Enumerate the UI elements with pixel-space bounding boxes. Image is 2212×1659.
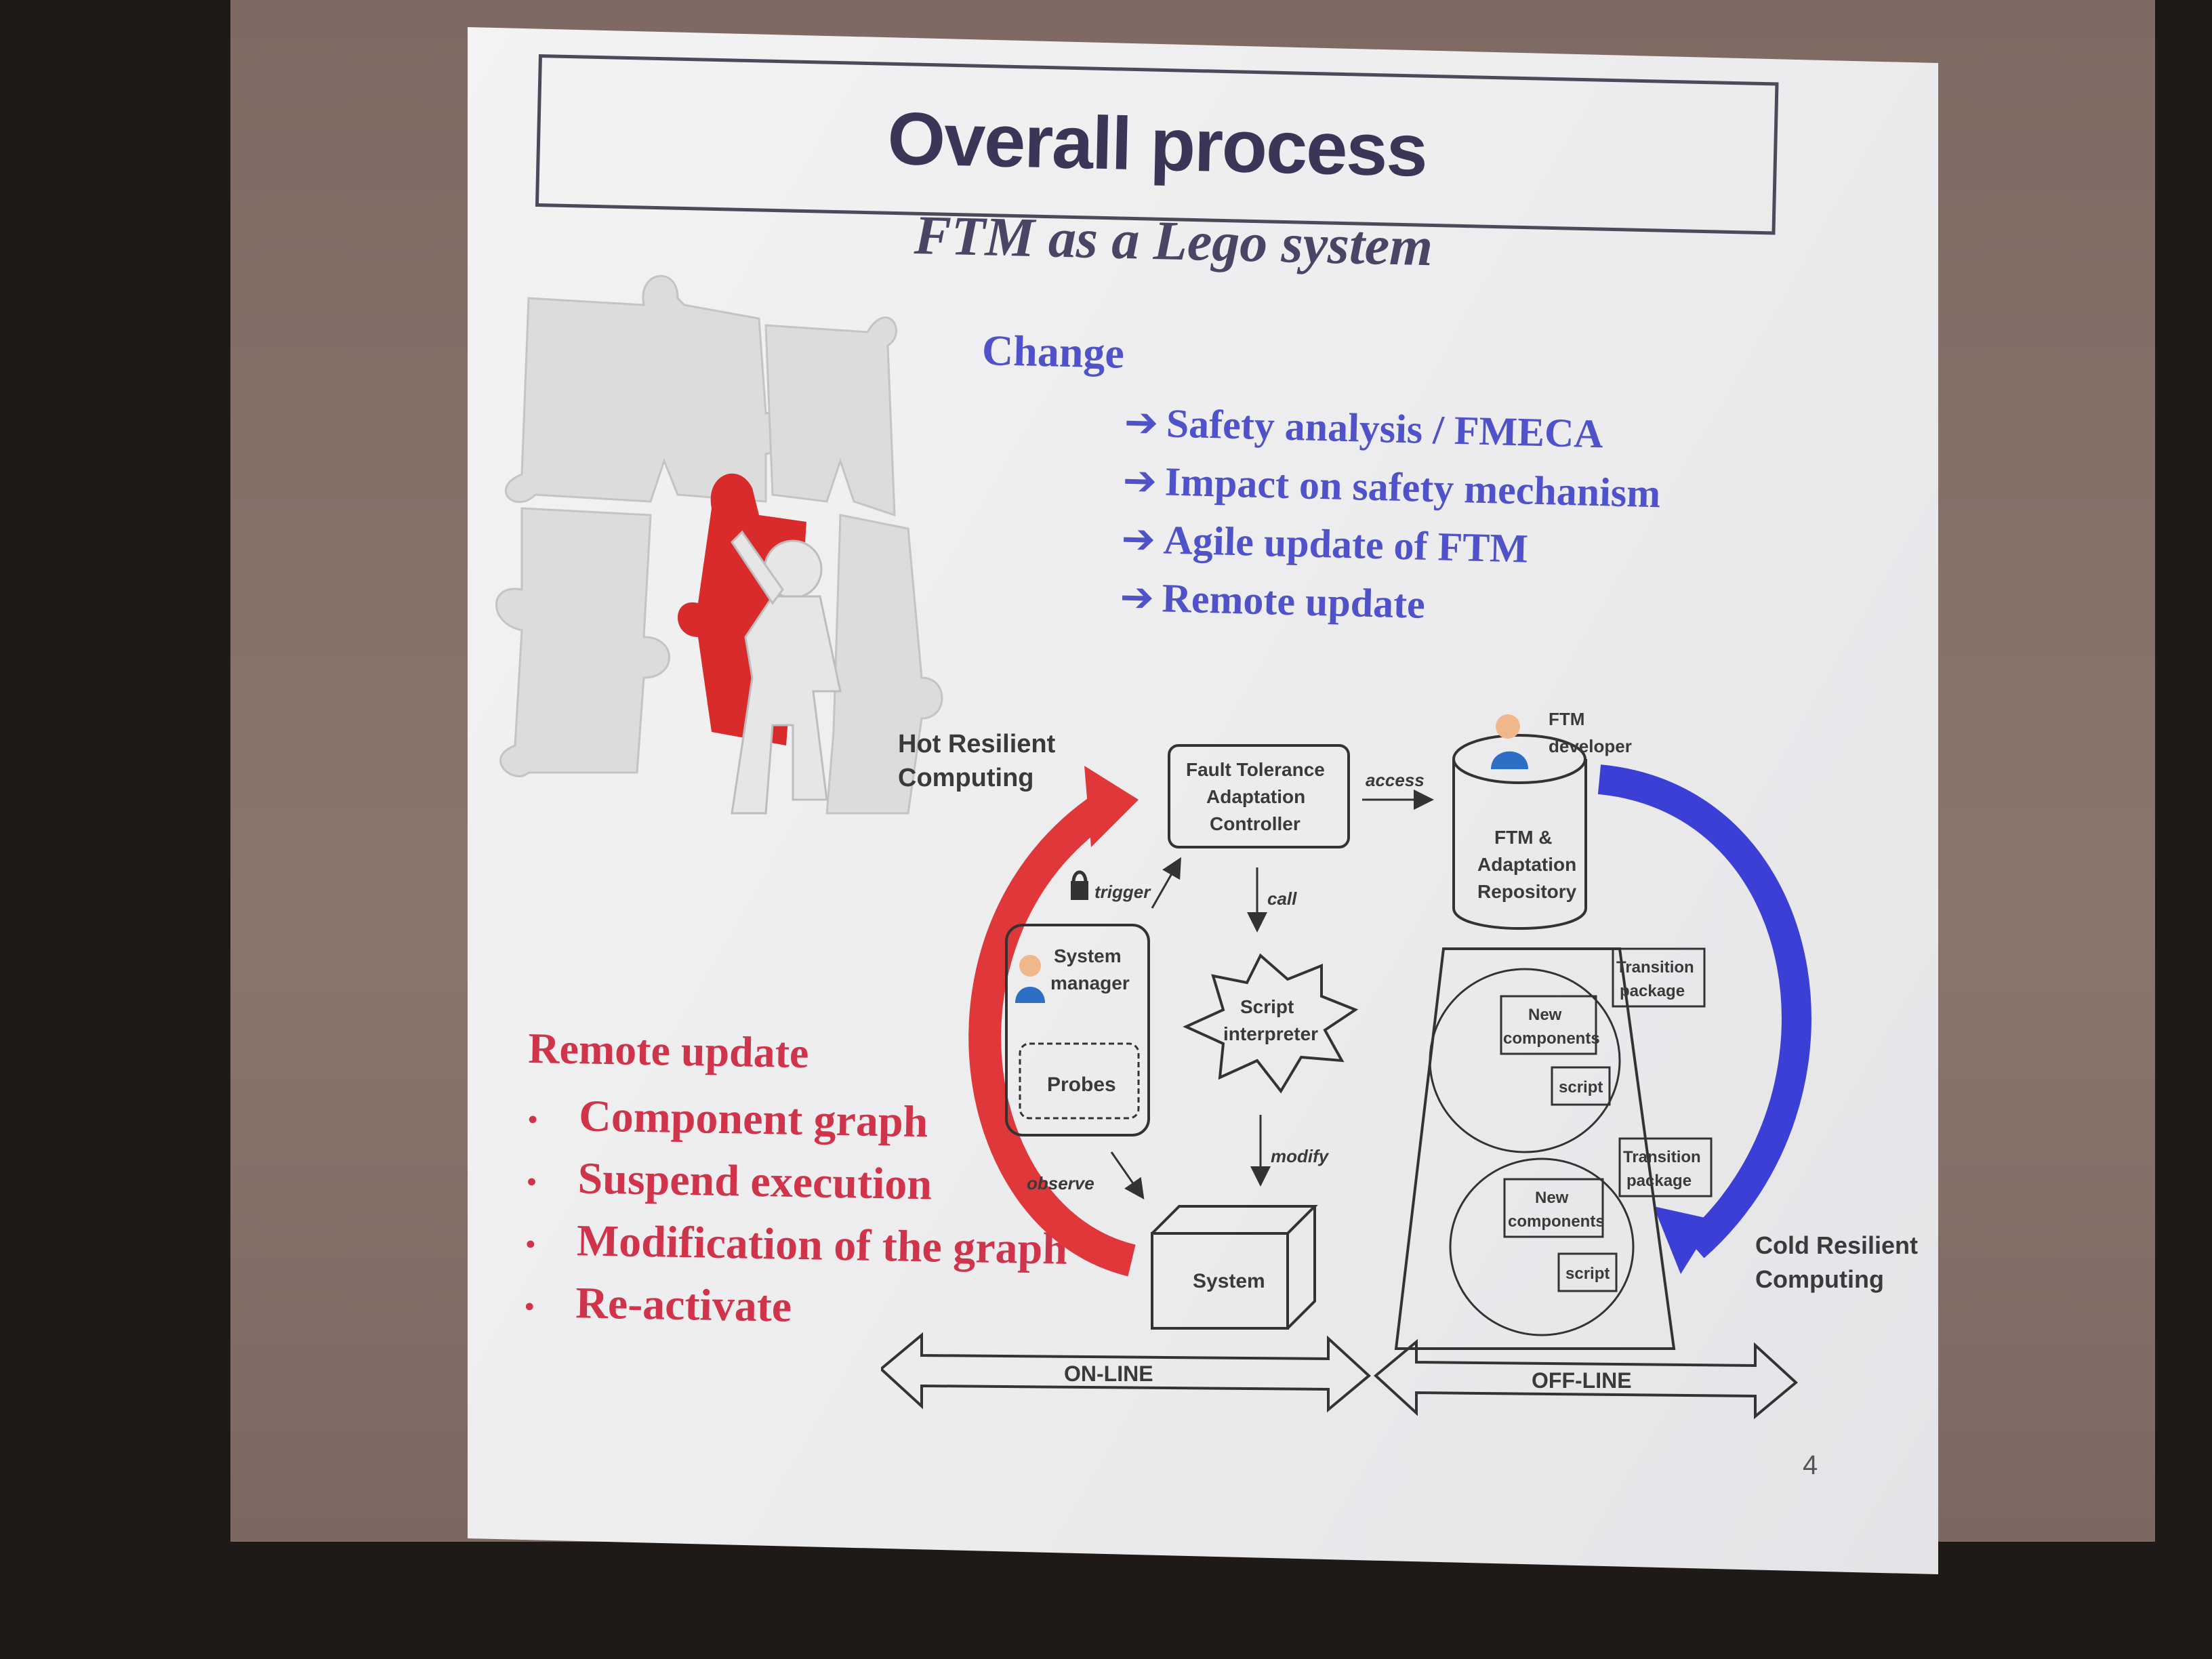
- slide-title: Overall process: [886, 96, 1428, 192]
- repo-label-1: FTM &: [1494, 827, 1553, 848]
- system-manager-box: [1005, 924, 1150, 1136]
- system-manager-label-2: manager: [1050, 972, 1130, 994]
- new-components-label-2b: components: [1508, 1212, 1605, 1231]
- ftac-label-3: Controller: [1210, 813, 1300, 834]
- package-ellipse-1: [1429, 968, 1621, 1153]
- new-components-label-2a: New: [1535, 1189, 1569, 1207]
- transition-package-label-1a: Transition: [1616, 958, 1694, 977]
- trigger-label: trigger: [1094, 882, 1151, 902]
- cold-resilient-arrow: [1597, 764, 1811, 1258]
- system-manager-label-1: System: [1054, 945, 1122, 966]
- bullet-icon: •: [525, 1228, 536, 1260]
- offline-arrow: [1373, 1338, 1799, 1420]
- new-components-label-1a: New: [1528, 1006, 1562, 1024]
- change-item-text: Remote update: [1161, 575, 1426, 627]
- hot-label-2: Computing: [898, 764, 1034, 792]
- arrow-right-icon: ➔: [1124, 398, 1160, 447]
- ftm-developer-label-2: developer: [1549, 736, 1632, 756]
- transition-package-label-2a: Transition: [1623, 1148, 1701, 1166]
- new-components-label-1b: components: [1503, 1029, 1600, 1048]
- cold-resilient-arrowhead: [1654, 1206, 1715, 1274]
- person-icon: [1491, 714, 1528, 769]
- slide-subtitle: FTM as a Lego system: [913, 203, 1434, 278]
- script-interpreter-label-1: Script: [1240, 996, 1294, 1017]
- hot-resilient-arrowhead: [1084, 766, 1139, 847]
- process-diagram: Hot Resilient Computing Cold Resilient C…: [881, 709, 1918, 1420]
- change-item-text: Safety analysis / FMECA: [1166, 401, 1604, 457]
- puzzle-image: [495, 274, 943, 815]
- repo-label-2: Adaptation: [1477, 854, 1576, 875]
- transition-package-label-2b: package: [1626, 1172, 1692, 1190]
- call-label: call: [1267, 888, 1297, 909]
- package-ellipse-2: [1449, 1158, 1635, 1336]
- padlock-icon: [1071, 870, 1088, 900]
- change-item-text: Impact on safety mechanism: [1164, 459, 1662, 516]
- repository-cylinder: [1452, 759, 1587, 930]
- script-label-b: script: [1565, 1265, 1610, 1283]
- change-item-text: Agile update of FTM: [1162, 517, 1529, 571]
- ftac-label-1: Fault Tolerance: [1186, 759, 1325, 780]
- online-arrow: [881, 1332, 1372, 1413]
- remote-item-text: Re-activate: [575, 1278, 792, 1332]
- online-label: ON-LINE: [1064, 1361, 1153, 1386]
- bullet-icon: •: [527, 1103, 538, 1135]
- offline-label: OFF-LINE: [1532, 1368, 1632, 1393]
- remote-item-text: Component graph: [578, 1091, 929, 1147]
- script-label-a: script: [1559, 1078, 1603, 1097]
- person-icon: [1015, 955, 1045, 1003]
- ftac-label-2: Adaptation: [1206, 786, 1305, 807]
- hot-resilient-arrow: [968, 793, 1136, 1277]
- cold-label-1: Cold Resilient: [1755, 1231, 1918, 1259]
- probes-label: Probes: [1047, 1073, 1116, 1096]
- script-interpreter-label-2: interpreter: [1223, 1023, 1318, 1044]
- repo-label-3: Repository: [1477, 881, 1577, 902]
- arrow-right-icon: ➔: [1122, 456, 1158, 506]
- modify-label: modify: [1271, 1146, 1330, 1166]
- system-box: [1151, 1205, 1318, 1330]
- transition-package-label-1b: package: [1620, 982, 1685, 1000]
- bullet-icon: •: [524, 1290, 535, 1322]
- probes-box: [1019, 1042, 1140, 1120]
- offline-trapezoid: [1394, 947, 1676, 1350]
- remote-item-text: Suspend execution: [577, 1153, 933, 1210]
- observe-label: observe: [1027, 1173, 1094, 1193]
- change-list: ➔Safety analysis / FMECA ➔Impact on safe…: [1120, 393, 1663, 639]
- title-box: Overall process: [535, 54, 1779, 235]
- access-label: access: [1366, 770, 1425, 790]
- system-label: System: [1193, 1270, 1265, 1292]
- remote-update-heading: Remote update: [527, 1023, 810, 1078]
- script-interpreter-star: [1183, 953, 1359, 1094]
- page-number: 4: [1803, 1450, 1818, 1480]
- cold-label-2: Computing: [1755, 1265, 1884, 1293]
- arrow-right-icon: ➔: [1119, 573, 1155, 622]
- ftac-box: [1168, 744, 1350, 848]
- ftm-developer-label-1: FTM: [1549, 709, 1584, 729]
- arrow-right-icon: ➔: [1120, 514, 1156, 564]
- change-heading: Change: [981, 325, 1125, 377]
- hot-label-1: Hot Resilient: [898, 730, 1056, 758]
- bullet-icon: •: [527, 1166, 537, 1197]
